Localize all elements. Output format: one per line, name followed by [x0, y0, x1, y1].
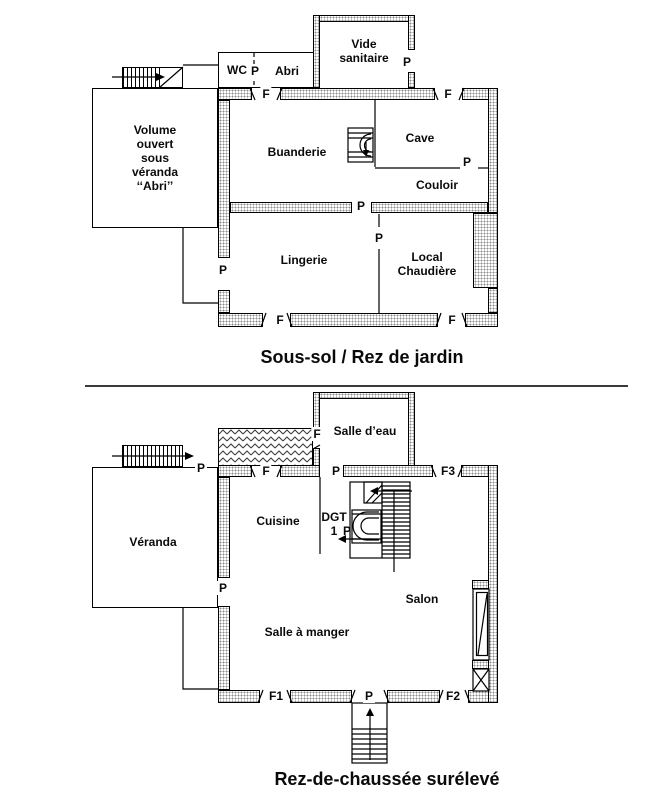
main-staircase-icon [338, 481, 412, 572]
room-label-dgt: DGT 1 [321, 510, 347, 538]
basement-title: Sous-sol / Rez de jardin [260, 347, 464, 367]
wall [290, 690, 352, 703]
room-label-volume-ouvert: Volume ouvert sous véranda ‘‘Abri’’ [131, 123, 179, 193]
basement-room-dividers [374, 100, 488, 313]
wall [290, 313, 438, 327]
room-label-buanderie: Buanderie [267, 145, 327, 159]
ground-title: Rez-de-chaussée surélevé [274, 769, 500, 789]
wall [218, 88, 252, 100]
door-label: P [354, 199, 368, 213]
window-label: F [311, 427, 323, 441]
canopy-hatch-area [218, 428, 313, 466]
basement-window-jambs [249, 87, 468, 328]
wall [465, 313, 498, 327]
door-label: P [372, 231, 386, 245]
ground-stairs-arrow [112, 452, 194, 460]
room-label-local-chaudiere: Local Chaudière [397, 250, 457, 278]
wall [218, 465, 252, 477]
basement-terrace-outline [182, 228, 218, 304]
room-volume-ouvert [92, 88, 218, 228]
window-label: F [260, 464, 272, 478]
room-label-abri: Abri [275, 64, 299, 78]
room-label-salon: Salon [405, 592, 439, 606]
wall [218, 290, 230, 313]
door-label: P [194, 461, 208, 475]
window-label-f3: F3 [438, 464, 458, 478]
door-label: P [216, 263, 230, 277]
window-label: F [446, 313, 458, 327]
room-label-couloir: Couloir [416, 178, 458, 192]
wall [371, 202, 488, 213]
wall [218, 100, 230, 258]
wall [280, 88, 435, 100]
room-wc-abri [218, 52, 315, 88]
window-label-f2: F2 [443, 689, 463, 703]
room-label-vide-sanitaire: Vide sanitaire [339, 37, 389, 65]
basement-stairs-arrow [112, 73, 165, 81]
room-label-cuisine: Cuisine [256, 514, 300, 528]
room-label-veranda: Véranda [129, 535, 177, 549]
window-label: F [260, 87, 272, 101]
door-label: P [329, 464, 343, 478]
wall [230, 202, 352, 213]
door-label: P [400, 55, 414, 69]
wall [343, 465, 433, 477]
room-label-salle-a-manger: Salle à manger [264, 625, 350, 639]
wall [387, 690, 440, 703]
zigzag-pattern [219, 429, 312, 465]
ground-window-jambs [249, 428, 471, 704]
room-label-salle-eau: Salle d’eau [333, 424, 397, 438]
basement-connector-lines [158, 64, 218, 89]
wall [488, 88, 498, 213]
wall [218, 477, 230, 578]
window-label-f1: F1 [266, 689, 286, 703]
floor-divider-rule [85, 385, 628, 387]
room-label-cave: Cave [405, 131, 435, 145]
window-label: F [442, 87, 454, 101]
spiral-staircase-icon [347, 127, 374, 163]
wall [488, 288, 498, 313]
door-label: P [248, 64, 262, 78]
door-label: P [216, 581, 230, 595]
room-label-wc: WC [227, 63, 247, 77]
window-label: F [274, 313, 286, 327]
room-label-lingerie: Lingerie [280, 253, 328, 267]
wall [473, 213, 498, 288]
wall [218, 690, 260, 703]
entry-stairs-icon [351, 702, 388, 764]
wall [218, 313, 263, 327]
door-label: P [362, 689, 376, 703]
wall [408, 15, 415, 50]
wall [218, 606, 230, 690]
wall [408, 72, 415, 88]
fireplace-icon [472, 588, 490, 692]
door-label: P [460, 155, 474, 169]
ground-terrace-outline [182, 608, 218, 690]
door-label: P [342, 524, 352, 538]
room-veranda [92, 467, 218, 608]
wall [313, 15, 320, 88]
